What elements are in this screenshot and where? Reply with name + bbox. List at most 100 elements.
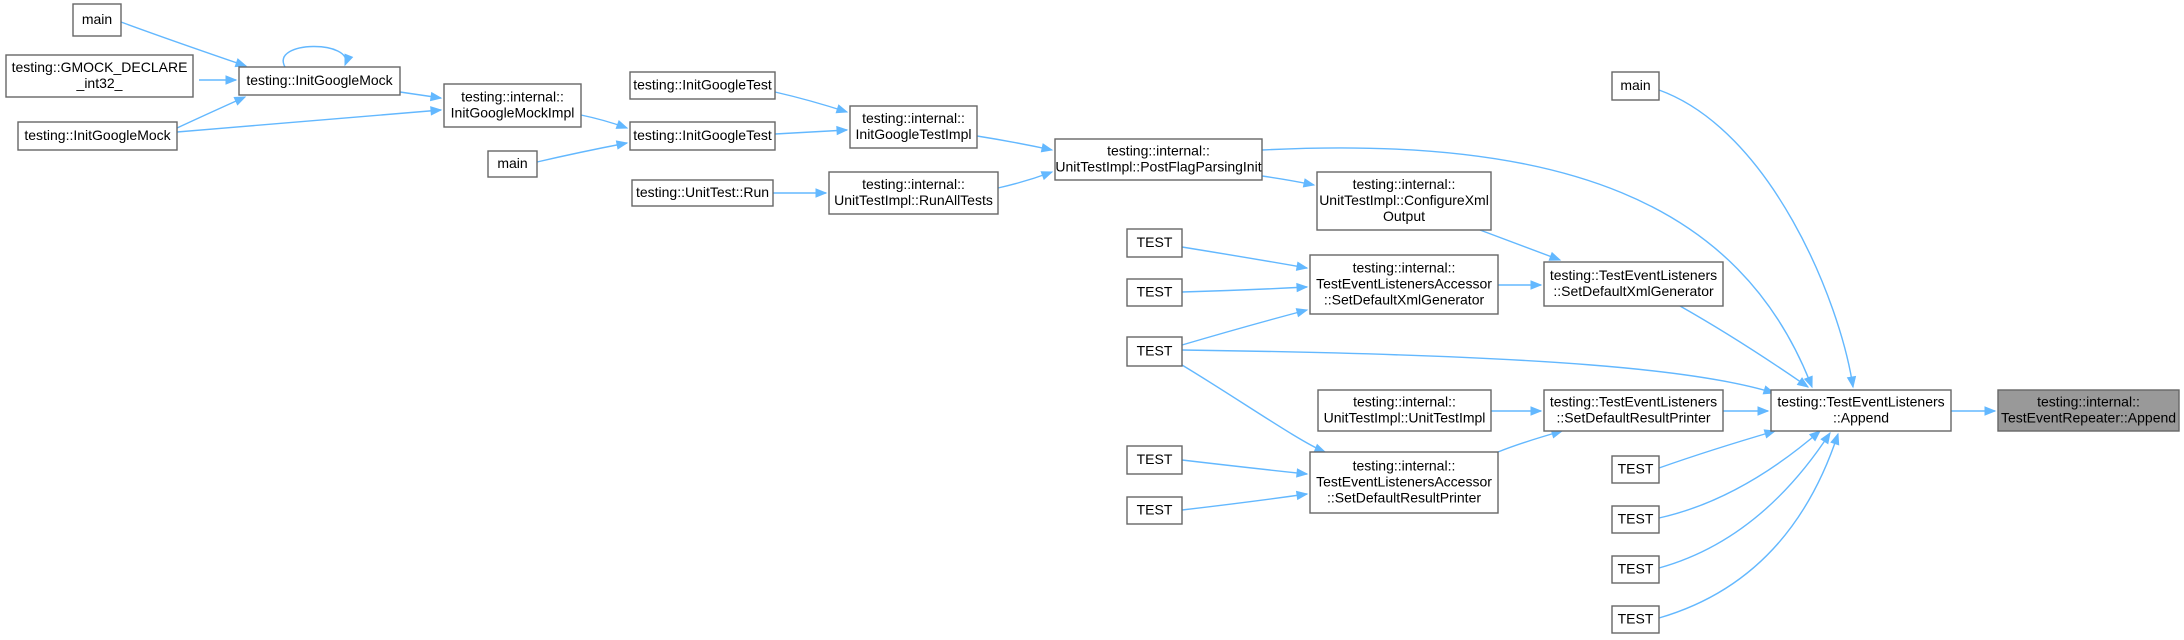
node-box [72, 3, 122, 37]
node-box [1997, 389, 2180, 432]
node-initgoogletest-b[interactable]: testing::InitGoogleTest [629, 121, 776, 151]
node-label: TestEventListenersAccessor [1316, 276, 1492, 292]
node-initgooglemockimpl[interactable]: testing::internal::InitGoogleMockImpl [443, 83, 582, 128]
node-test1[interactable]: TEST [1126, 228, 1183, 258]
node-configurexmloutput[interactable]: testing::internal::UnitTestImpl::Configu… [1316, 171, 1492, 231]
edge-test3-to-accessor-result [1181, 364, 1327, 453]
edge-line [1181, 459, 1308, 475]
arrowhead-icon [1846, 375, 1857, 389]
edge-line [774, 129, 848, 135]
edge-main1-to-initgooglemock-a [120, 21, 248, 68]
node-postflagparsinginit[interactable]: testing::internal::UnitTestImpl::PostFla… [1054, 138, 1263, 181]
arrowhead-icon [815, 188, 828, 198]
node-initgoogletest-a[interactable]: testing::InitGoogleTest [629, 71, 776, 100]
edge-runalltests-to-postflagparsinginit [997, 171, 1054, 189]
node-test3[interactable]: TEST [1126, 336, 1183, 367]
node-listeners-result[interactable]: testing::TestEventListeners::SetDefaultR… [1543, 389, 1724, 432]
node-label: testing::GMOCK_DECLARE [12, 59, 188, 75]
node-label: testing::internal:: [2037, 394, 2140, 410]
node-label: ::SetDefaultResultPrinter [1327, 490, 1481, 506]
node-main3[interactable]: main [1611, 71, 1660, 101]
node-box [17, 121, 178, 151]
node-accessor-result[interactable]: testing::internal::TestEventListenersAcc… [1309, 451, 1499, 514]
node-gmock-declare[interactable]: testing::GMOCK_DECLARE_int32_ [5, 54, 194, 98]
node-test2[interactable]: TEST [1126, 278, 1183, 307]
node-label: testing::TestEventListeners [1550, 394, 1717, 410]
node-runalltests[interactable]: testing::internal::UnitTestImpl::RunAllT… [828, 171, 999, 215]
edge-line [1658, 433, 1839, 619]
node-test5[interactable]: TEST [1126, 496, 1183, 525]
node-box [5, 54, 194, 98]
node-listeners-xml[interactable]: testing::TestEventListeners::SetDefaultX… [1543, 261, 1724, 307]
node-test9[interactable]: TEST [1611, 605, 1660, 634]
arrowhead-icon [1040, 171, 1054, 181]
node-box [828, 171, 999, 215]
node-label: InitGoogleTestImpl [856, 126, 972, 142]
node-box [849, 105, 978, 149]
node-label: TestEventListenersAccessor [1316, 474, 1492, 490]
arrowhead-icon [1302, 178, 1316, 188]
node-initgoogletestimpl[interactable]: testing::internal::InitGoogleTestImpl [849, 105, 978, 149]
arrowhead-icon [1808, 430, 1822, 442]
node-label: TEST [1618, 461, 1654, 477]
arrowhead-icon [835, 104, 849, 114]
edge-line [1181, 493, 1308, 511]
edge-line [976, 135, 1053, 151]
node-box [1611, 505, 1660, 534]
arrowhead-icon [430, 106, 443, 116]
node-label: TEST [1137, 284, 1173, 300]
node-label: testing::internal:: [1353, 394, 1456, 410]
edge-test3-to-listeners-append [1181, 349, 1776, 395]
node-unittestimpl-ctor[interactable]: testing::internal::UnitTestImpl::UnitTes… [1317, 389, 1492, 432]
node-repeater-append[interactable]: testing::internal::TestEventRepeater::Ap… [1997, 389, 2180, 432]
node-box [629, 121, 776, 151]
node-box [1126, 278, 1183, 307]
node-box [1126, 445, 1183, 475]
edge-initgooglemockimpl-to-initgoogletest-b [580, 114, 629, 129]
node-accessor-xml[interactable]: testing::internal::TestEventListenersAcc… [1309, 254, 1499, 315]
node-test4[interactable]: TEST [1126, 445, 1183, 475]
edge-test1-to-accessor-xml [1181, 246, 1309, 271]
edge-initgoogletest-b-to-initgoogletestimpl [774, 125, 849, 136]
node-label: TEST [1618, 611, 1654, 627]
node-box [1054, 138, 1263, 181]
edge-line [120, 21, 247, 67]
node-label: main [497, 155, 527, 171]
node-unittest-run[interactable]: testing::UnitTest::Run [631, 179, 774, 207]
node-test6[interactable]: TEST [1611, 455, 1660, 484]
arrowhead-icon [1763, 429, 1777, 439]
node-initgooglemock-b[interactable]: testing::InitGoogleMock [17, 121, 178, 151]
node-box [1770, 389, 1952, 432]
edge-test6-to-listeners-append [1658, 429, 1777, 469]
node-label: testing::InitGoogleTest [633, 77, 772, 93]
edge-line [774, 91, 848, 113]
node-label: UnitTestImpl::PostFlagParsingInit [1055, 159, 1261, 175]
node-main2[interactable]: main [487, 150, 538, 178]
node-main1[interactable]: main [72, 3, 122, 37]
node-test7[interactable]: TEST [1611, 505, 1660, 534]
node-box [1611, 555, 1660, 584]
node-label: testing::InitGoogleMock [246, 72, 393, 88]
node-label: ::SetDefaultXmlGenerator [1553, 283, 1714, 299]
node-label: testing::internal:: [1353, 458, 1456, 474]
arrowhead-icon [1295, 490, 1309, 501]
edge-initgooglemock-b-to-initgooglemockimpl [176, 106, 443, 133]
arrowhead-icon [1040, 143, 1054, 153]
node-label: testing::internal:: [461, 89, 564, 105]
node-initgooglemock-a[interactable]: testing::InitGoogleMock [238, 66, 401, 96]
node-label: testing::TestEventListeners [1550, 267, 1717, 283]
node-listeners-append[interactable]: testing::TestEventListeners::Append [1770, 389, 1952, 432]
node-box [238, 66, 401, 96]
arrowhead-icon [836, 125, 849, 136]
edge-line [1181, 246, 1308, 269]
edges-layer [120, 21, 1997, 619]
edge-line [1658, 430, 1776, 469]
edge-accessor-result-to-listeners-result [1497, 429, 1564, 453]
node-test8[interactable]: TEST [1611, 555, 1660, 584]
node-box [1309, 254, 1499, 315]
edge-configurexmloutput-to-listeners-xml [1479, 229, 1562, 261]
arrowhead-icon [429, 91, 443, 102]
arrowhead-icon [234, 58, 248, 68]
edge-line [282, 45, 347, 68]
edge-test8-to-listeners-append [1658, 431, 1831, 569]
